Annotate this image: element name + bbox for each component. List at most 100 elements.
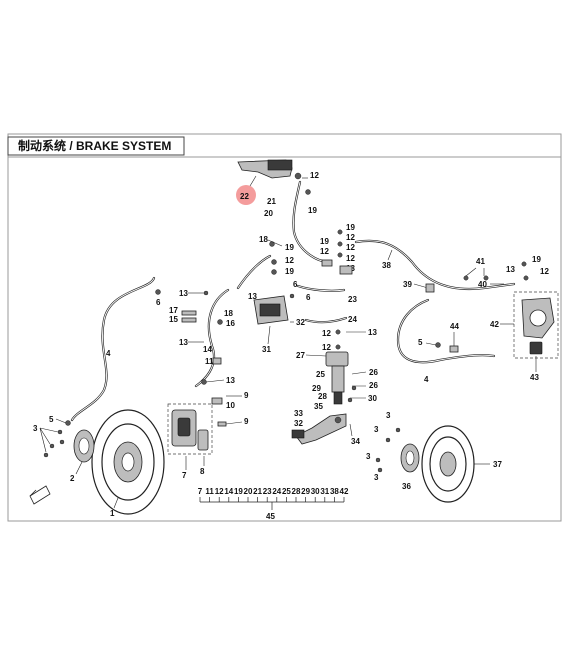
rear-master-cylinder bbox=[325, 351, 349, 405]
sequence-label: 42 bbox=[340, 487, 349, 496]
label-13-c: 13 bbox=[226, 376, 235, 385]
parts-sequence-45 bbox=[200, 501, 344, 510]
abs-module bbox=[253, 293, 295, 325]
rear-brake-pedal bbox=[291, 413, 347, 445]
label-37: 37 bbox=[493, 460, 502, 469]
label-42: 42 bbox=[490, 320, 499, 329]
sequence-label: 19 bbox=[234, 487, 243, 496]
label-19-d: 19 bbox=[320, 237, 329, 246]
label-2: 2 bbox=[70, 474, 75, 483]
label-35: 35 bbox=[314, 402, 323, 411]
label-13-g: 13 bbox=[506, 265, 515, 274]
sequence-label: 25 bbox=[282, 487, 291, 496]
label-12-b: 12 bbox=[285, 256, 294, 265]
front-direction-arrow bbox=[29, 485, 51, 505]
label-12-g: 12 bbox=[322, 329, 331, 338]
label-17: 17 bbox=[169, 306, 178, 315]
highlight-marker bbox=[236, 185, 256, 205]
label-12-h: 12 bbox=[322, 343, 331, 352]
label-9-a: 9 bbox=[244, 391, 249, 400]
label-5-a: 5 bbox=[49, 415, 54, 424]
label-1: 1 bbox=[110, 509, 115, 518]
label-7: 7 bbox=[182, 471, 187, 480]
label-31: 31 bbox=[262, 345, 271, 354]
diagram-frame bbox=[7, 133, 562, 522]
label-20: 20 bbox=[264, 209, 273, 218]
label-12-f: 12 bbox=[346, 254, 355, 263]
sequence-ticks bbox=[199, 497, 345, 502]
label-13-f: 13 bbox=[368, 328, 377, 337]
label-27: 27 bbox=[296, 351, 305, 360]
sequence-label: 24 bbox=[272, 487, 281, 496]
rear-caliper bbox=[521, 297, 555, 355]
label-6-c: 6 bbox=[306, 293, 311, 302]
sequence-label: 31 bbox=[320, 487, 329, 496]
label-12-a: 12 bbox=[310, 171, 319, 180]
front-caliper-left bbox=[171, 409, 209, 451]
front-master-cylinder bbox=[237, 159, 302, 180]
sequence-label: 38 bbox=[330, 487, 339, 496]
label-34: 34 bbox=[351, 437, 360, 446]
label-3-b: 3 bbox=[386, 411, 391, 420]
label-40: 40 bbox=[478, 280, 487, 289]
diagram-title: 制动系统 / BRAKE SYSTEM bbox=[18, 138, 171, 153]
label-16: 16 bbox=[226, 319, 235, 328]
label-33: 33 bbox=[294, 409, 303, 418]
label-19-c: 19 bbox=[285, 267, 294, 276]
front-hub-left bbox=[73, 429, 95, 463]
sequence-label: 14 bbox=[224, 487, 233, 496]
label-25: 25 bbox=[316, 370, 325, 379]
label-12-c: 12 bbox=[320, 247, 329, 256]
label-8: 8 bbox=[200, 467, 205, 476]
label-3-c: 3 bbox=[374, 425, 379, 434]
label-45: 45 bbox=[266, 512, 275, 521]
label-36: 36 bbox=[402, 482, 411, 491]
label-26-a: 26 bbox=[369, 368, 378, 377]
rear-hub bbox=[400, 443, 420, 473]
label-44: 44 bbox=[450, 322, 459, 331]
label-6-b: 6 bbox=[293, 280, 298, 289]
label-24: 24 bbox=[348, 315, 357, 324]
label-11: 11 bbox=[205, 357, 214, 366]
label-19-e: 19 bbox=[346, 223, 355, 232]
label-19-b: 19 bbox=[285, 243, 294, 252]
sequence-label: 20 bbox=[244, 487, 253, 496]
label-43: 43 bbox=[530, 373, 539, 382]
label-5-b: 5 bbox=[418, 338, 423, 347]
label-4-b: 4 bbox=[424, 375, 429, 384]
sequence-label: 28 bbox=[292, 487, 301, 496]
label-32-b: 32 bbox=[294, 419, 303, 428]
label-19-a: 19 bbox=[308, 206, 317, 215]
label-21: 21 bbox=[267, 197, 276, 206]
sequence-label: 23 bbox=[263, 487, 272, 496]
label-12-i: 12 bbox=[540, 267, 549, 276]
label-15: 15 bbox=[169, 315, 178, 324]
label-22: 22 bbox=[240, 192, 249, 201]
label-30: 30 bbox=[368, 394, 377, 403]
label-41: 41 bbox=[476, 257, 485, 266]
sequence-label: 7 bbox=[198, 487, 203, 496]
rear-disc bbox=[421, 425, 475, 503]
label-14: 14 bbox=[203, 345, 212, 354]
label-18-a: 18 bbox=[224, 309, 233, 318]
label-13-d: 13 bbox=[248, 292, 257, 301]
sequence-label: 29 bbox=[301, 487, 310, 496]
label-3-a: 3 bbox=[33, 424, 38, 433]
label-6-a: 6 bbox=[156, 298, 161, 307]
sequence-label: 12 bbox=[215, 487, 224, 496]
front-disc-left bbox=[91, 409, 165, 515]
label-23: 23 bbox=[348, 295, 357, 304]
label-10: 10 bbox=[226, 401, 235, 410]
label-12-d: 12 bbox=[346, 233, 355, 242]
label-13-a: 13 bbox=[179, 289, 188, 298]
label-38: 38 bbox=[382, 261, 391, 270]
label-4-a: 4 bbox=[106, 349, 111, 358]
label-9-b: 9 bbox=[244, 417, 249, 426]
sequence-label: 11 bbox=[205, 487, 214, 496]
label-28: 28 bbox=[318, 392, 327, 401]
label-26: 26 bbox=[369, 381, 378, 390]
title-box bbox=[7, 136, 185, 156]
label-3-d: 3 bbox=[366, 452, 371, 461]
